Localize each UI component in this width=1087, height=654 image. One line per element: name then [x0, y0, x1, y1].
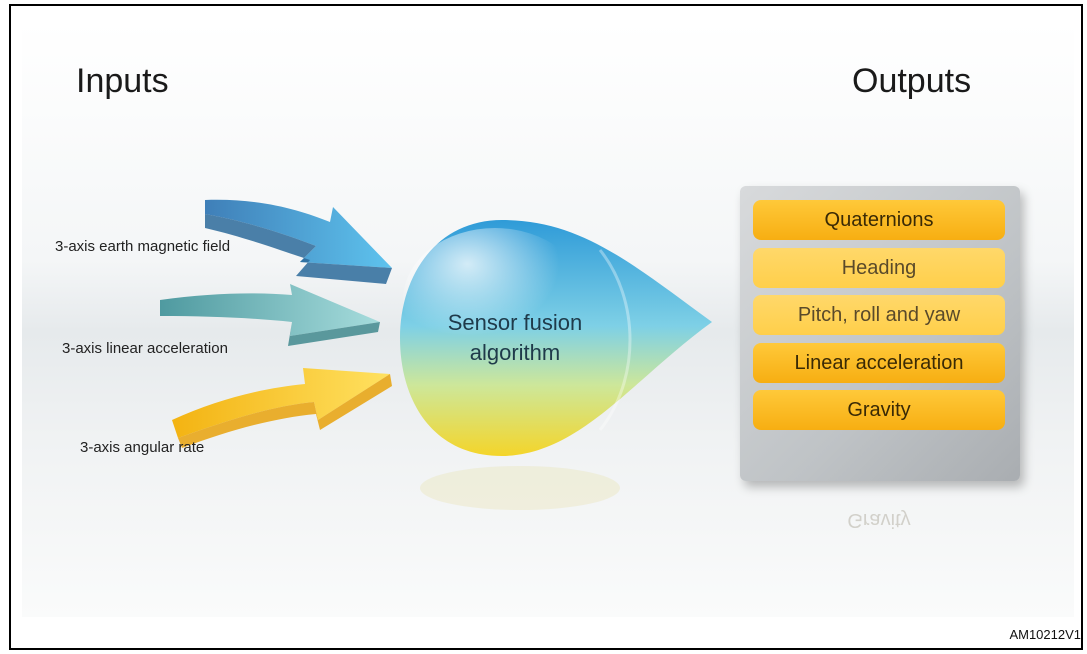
- angular-rate-arrow: [172, 368, 390, 438]
- output-gravity: Gravity: [753, 390, 1005, 430]
- sensor-fusion-label-line1: Sensor fusion: [447, 310, 583, 335]
- output-linear-acceleration: Linear acceleration: [753, 342, 1005, 383]
- inputs-title: Inputs: [76, 62, 169, 100]
- input-label-angular-rate: 3-axis angular rate: [80, 439, 205, 456]
- input-label-linear-acceleration: 3-axis linear acceleration: [62, 340, 228, 357]
- sensor-fusion-label: Sensor fusion algorithm: [410, 308, 620, 368]
- output-heading: Heading: [753, 247, 1005, 288]
- outputs-list: Quaternions Heading Pitch, roll and yaw …: [753, 200, 1005, 438]
- magnetic-field-arrow: [205, 199, 392, 268]
- outputs-title: Outputs: [852, 62, 972, 100]
- gravity-reflection: Gravity: [847, 509, 911, 531]
- input-label-magnetic-field: 3-axis earth magnetic field: [55, 238, 231, 255]
- output-quaternions: Quaternions: [753, 200, 1005, 240]
- sensor-fusion-label-line2: algorithm: [469, 340, 561, 365]
- output-pitch-roll-yaw: Pitch, roll and yaw: [753, 295, 1005, 335]
- figure-frame: [9, 4, 1083, 650]
- figure-id: AM10212V1: [1009, 627, 1081, 642]
- linear-acceleration-arrow: [160, 284, 380, 336]
